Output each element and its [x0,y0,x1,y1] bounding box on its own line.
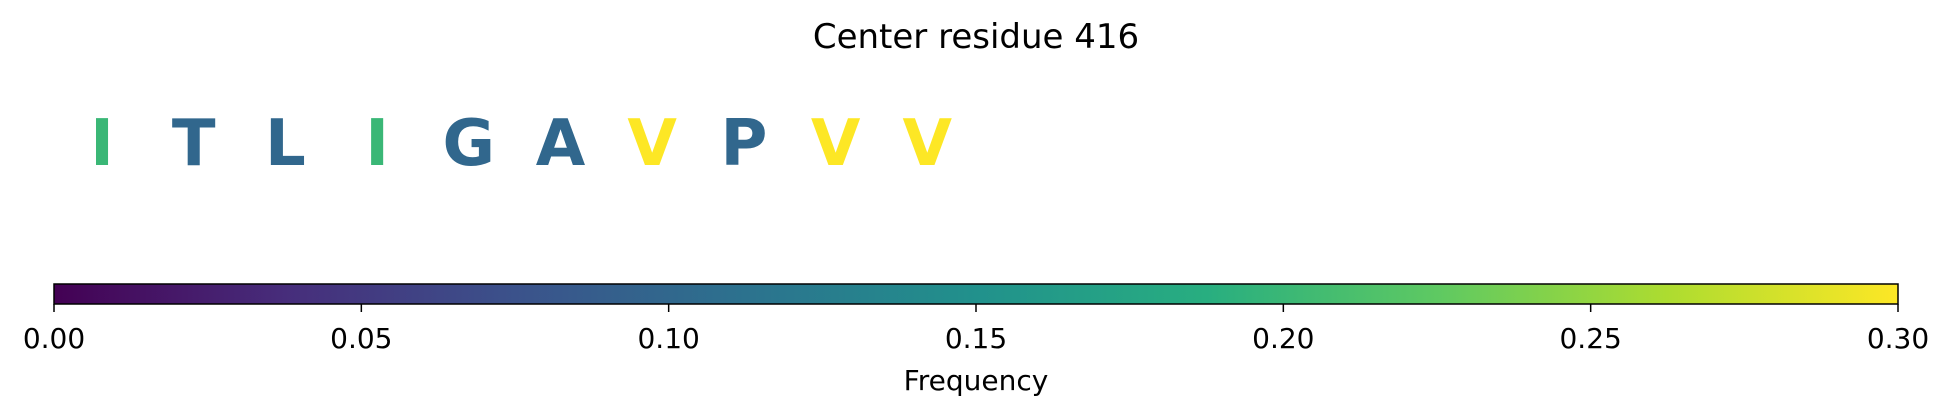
residue-letter: A [536,107,586,181]
residue-letter: I [90,107,114,181]
residue-letter: V [627,107,677,181]
colorbar-tick-label: 0.30 [1867,322,1929,355]
colorbar [53,283,1899,305]
colorbar-tick-label: 0.00 [23,322,85,355]
residue-letter: V [903,107,953,181]
residue-letter: P [720,107,767,181]
colorbar-tick-label: 0.20 [1252,322,1314,355]
colorbar-label: Frequency [904,364,1049,397]
residue-letter: G [443,107,496,181]
residue-letter: I [365,107,389,181]
residue-letter: T [172,107,216,181]
colorbar-ticks: 0.00 0.05 0.10 0.15 0.20 0.25 0.30 [23,304,1929,355]
residue-letter: L [265,107,306,181]
colorbar-tick-label: 0.05 [330,322,392,355]
colorbar-tick-label: 0.10 [637,322,699,355]
residue-letter: V [811,107,861,181]
chart-title: Center residue 416 [813,17,1139,57]
colorbar-tick-label: 0.25 [1559,322,1621,355]
colorbar-tick-label: 0.15 [945,322,1007,355]
